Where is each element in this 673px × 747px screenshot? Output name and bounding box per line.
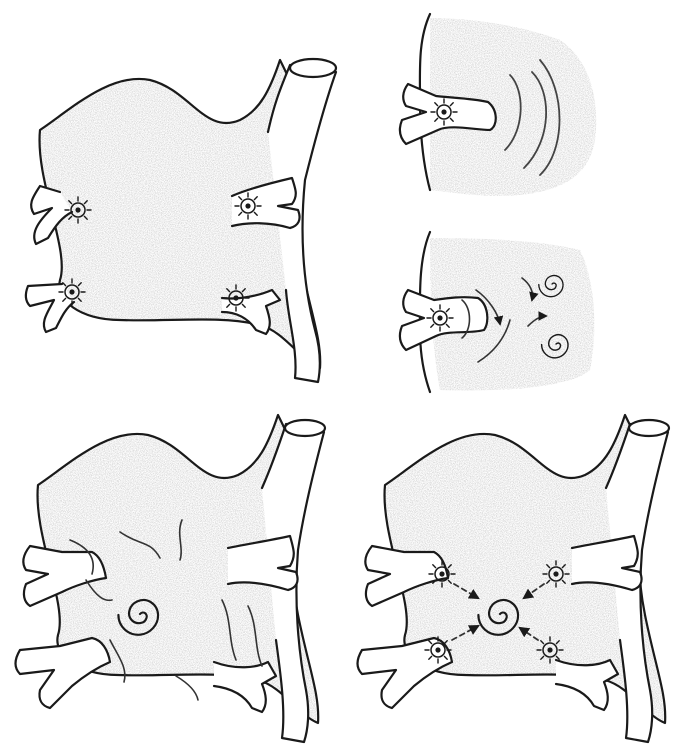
firing-focus-icon [223,285,249,311]
panel-top-right-upper [400,14,596,196]
firing-focus-icon [425,637,451,663]
firing-focus-icon [537,637,563,663]
vessel-left-lower [26,284,74,332]
firing-focus-icon [65,197,91,223]
firing-focus-icon [431,99,457,125]
wave-arc-icon [176,676,198,700]
great-vessel-opening [629,420,669,436]
vessel-right-lower [214,662,276,712]
vessel-right-lower [556,660,618,710]
firing-focus-icon [235,193,261,219]
firing-focus-icon [429,561,455,587]
great-vessel-opening [290,59,336,77]
panel-top-left [26,59,336,382]
panel-bottom-right [358,415,670,742]
firing-focus-icon [543,561,569,587]
firing-focus-icon [59,279,85,305]
panel-bottom-left [16,415,326,742]
panel-top-right-lower [400,232,594,392]
firing-focus-icon [427,305,453,331]
great-vessel-opening [285,420,325,436]
